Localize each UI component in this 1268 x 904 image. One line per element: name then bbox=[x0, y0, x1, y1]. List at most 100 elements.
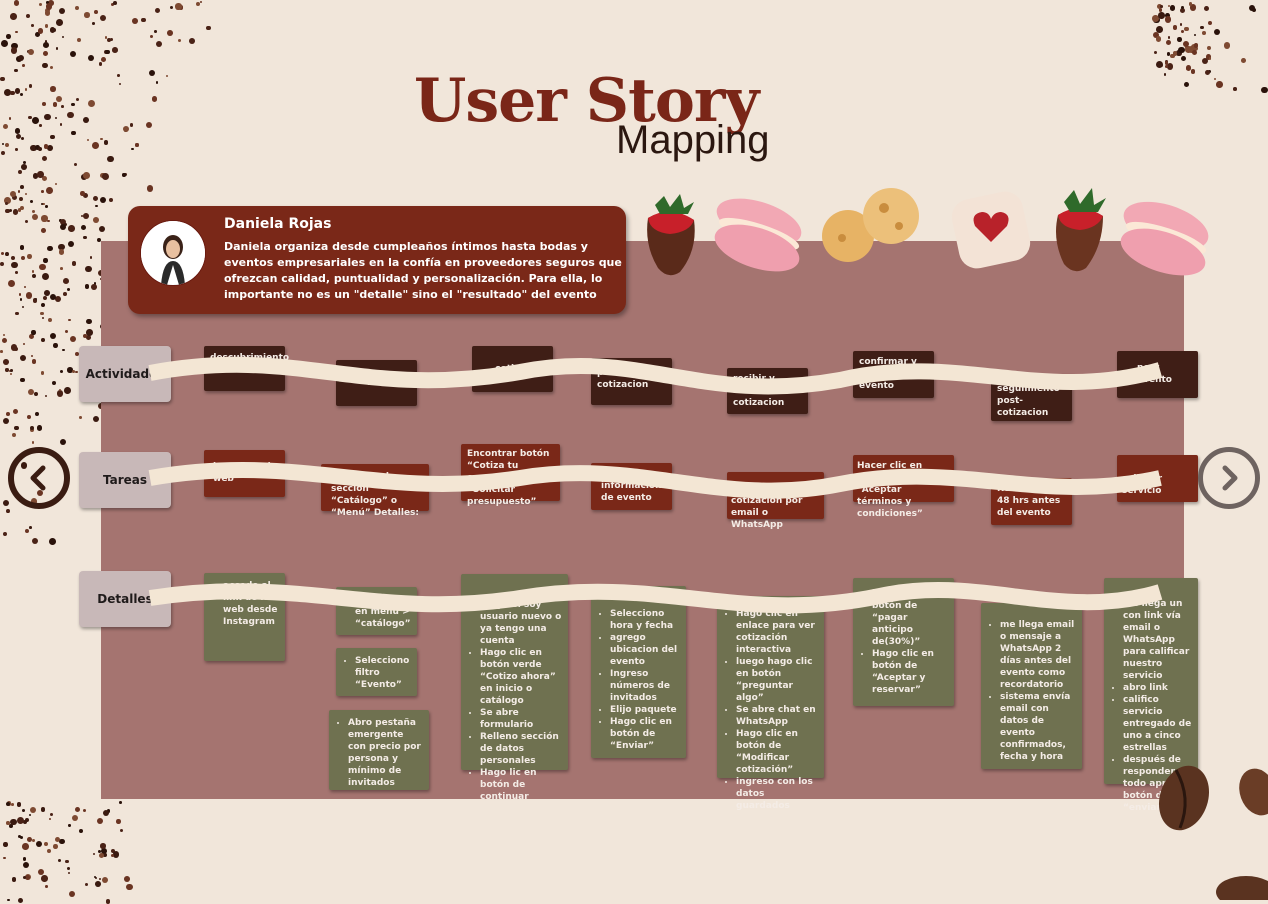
persona-card: Daniela Rojas Daniela organiza desde cum… bbox=[128, 206, 626, 314]
coffee-grain bbox=[79, 416, 83, 419]
coffee-grain bbox=[19, 245, 25, 250]
coffee-grain bbox=[14, 425, 19, 431]
coffee-grain bbox=[54, 836, 60, 842]
coffee-grain bbox=[5, 509, 10, 514]
coffee-grain bbox=[93, 282, 97, 286]
coffee-grain bbox=[28, 115, 33, 120]
coffee-grain bbox=[116, 74, 120, 78]
coffee-grain bbox=[50, 134, 55, 140]
coffee-grain bbox=[1233, 87, 1237, 91]
chevron-right-icon bbox=[1222, 465, 1238, 491]
coffee-grain bbox=[0, 262, 5, 267]
coffee-grain bbox=[2, 123, 9, 130]
coffee-grain bbox=[46, 848, 52, 854]
detail-item: Ingreso números de invitados bbox=[610, 668, 680, 704]
coffee-grain bbox=[12, 408, 19, 414]
coffee-grain bbox=[4, 143, 10, 148]
coffee-grain bbox=[22, 342, 25, 345]
coffee-grain bbox=[115, 819, 121, 824]
coffee-grain bbox=[105, 50, 110, 55]
coffee-grain bbox=[122, 173, 126, 177]
coffee-grain bbox=[53, 844, 59, 849]
coffee-grain bbox=[11, 432, 17, 438]
coffee-grain bbox=[8, 117, 12, 120]
coffee-grain bbox=[1183, 81, 1189, 87]
coffee-grain bbox=[67, 367, 73, 373]
coffee-grain bbox=[1202, 31, 1206, 36]
coffee-grain bbox=[96, 817, 104, 825]
coffee-grain bbox=[43, 144, 49, 150]
coffee-grain bbox=[71, 102, 75, 107]
coffee-grain bbox=[43, 51, 48, 56]
detail-item: Hago clic en botón de “Modificar cotizac… bbox=[736, 728, 818, 776]
coffee-grain bbox=[129, 123, 134, 127]
coffee-grain bbox=[41, 156, 47, 162]
detail-card: me llega email o mensaje a WhatsApp 2 dí… bbox=[981, 603, 1082, 769]
coffee-grain bbox=[19, 184, 24, 189]
coffee-grain bbox=[65, 859, 69, 864]
coffee-grain bbox=[85, 318, 92, 325]
coffee-grain bbox=[76, 37, 81, 42]
coffee-grain bbox=[1201, 58, 1208, 65]
coffee-grain bbox=[32, 209, 36, 213]
coffee-grain bbox=[35, 840, 42, 847]
detail-item: Selecciono filtro “Evento” bbox=[355, 655, 411, 691]
coffee-grain bbox=[69, 890, 76, 898]
coffee-grain bbox=[19, 205, 25, 211]
coffee-grain bbox=[10, 819, 17, 826]
coffee-grain bbox=[1152, 15, 1159, 22]
detail-card: Abro pestaña emergente con precio por pe… bbox=[329, 710, 429, 790]
coffee-grain bbox=[29, 426, 34, 431]
coffee-grain bbox=[50, 812, 54, 816]
detail-item: Hago clic en botón de “Aceptar y reserva… bbox=[872, 648, 948, 696]
coffee-grain bbox=[31, 214, 38, 221]
coffee-grain bbox=[1169, 4, 1176, 11]
coffee-grain bbox=[1208, 57, 1212, 60]
detail-item: luego hago clic en botón “preguntar algo… bbox=[736, 656, 818, 704]
coffee-grain bbox=[69, 335, 77, 343]
coffee-grain bbox=[52, 101, 58, 107]
coffee-grain bbox=[1213, 78, 1217, 81]
coffee-grain bbox=[22, 857, 27, 862]
coffee-grain bbox=[60, 219, 67, 226]
coffee-grain bbox=[55, 47, 59, 50]
coffee-grain bbox=[1207, 20, 1213, 25]
coffee-grain bbox=[31, 359, 37, 364]
coffee-grain bbox=[10, 344, 18, 352]
detail-item: Se abre chat en WhatsApp bbox=[736, 704, 818, 728]
detail-item: Se abre formulario bbox=[480, 707, 562, 731]
coffee-grain bbox=[175, 3, 182, 10]
coffee-grain bbox=[1165, 64, 1168, 68]
page-subtitle: Mapping bbox=[616, 118, 770, 162]
coffee-grain bbox=[1164, 61, 1168, 65]
coffee-grain bbox=[32, 173, 39, 179]
coffee-grain bbox=[28, 334, 34, 340]
coffee-grain bbox=[154, 29, 158, 33]
coffee-grain bbox=[98, 225, 106, 233]
coffee-grain bbox=[27, 253, 32, 259]
coffee-grain bbox=[19, 197, 24, 201]
detail-item: ingreso con los datos guardados bbox=[736, 776, 818, 812]
coffee-grain bbox=[41, 215, 48, 222]
next-button[interactable] bbox=[1198, 447, 1260, 509]
coffee-grain bbox=[45, 0, 49, 4]
coffee-grain bbox=[81, 224, 87, 230]
coffee-grain bbox=[37, 147, 42, 151]
coffee-grain bbox=[44, 10, 51, 16]
coffee-grain bbox=[102, 853, 107, 858]
coffee-grain bbox=[18, 293, 22, 296]
coffee-grain bbox=[99, 277, 103, 281]
previous-button[interactable] bbox=[8, 447, 70, 509]
coffee-grain bbox=[99, 197, 106, 203]
coffee-grain bbox=[1166, 63, 1173, 70]
coffee-grain bbox=[47, 144, 54, 151]
coffee-grain bbox=[9, 369, 13, 373]
coffee-grain bbox=[101, 876, 109, 884]
coffee-grain bbox=[1241, 58, 1247, 63]
coffee-grain bbox=[1200, 25, 1204, 30]
coffee-grain bbox=[82, 192, 88, 198]
coffee-grain bbox=[29, 526, 33, 529]
coffee-grain bbox=[80, 191, 85, 196]
coffee-grain bbox=[145, 121, 153, 128]
coffee-grain bbox=[66, 867, 70, 871]
